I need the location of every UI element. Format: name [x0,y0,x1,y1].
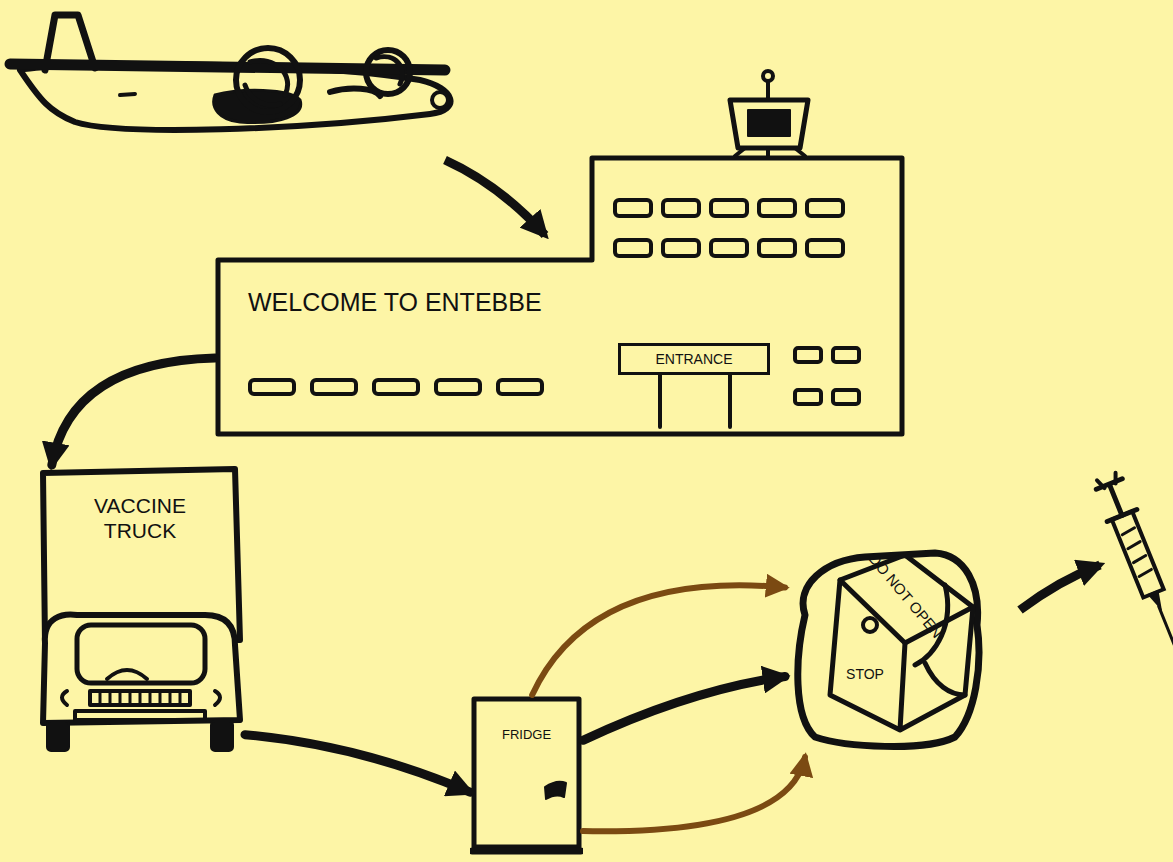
flow-arrow [52,358,215,465]
flow-arrow [583,757,805,831]
radar-antenna [730,71,808,156]
fridge: FRIDGE [470,695,583,857]
airport-building: WELCOME TO ENTEBBE ENTRANCE [215,155,905,437]
node-label: WELCOME TO ENTEBBE [248,287,628,317]
node-label: FRIDGE [478,727,575,743]
flow-arrow [445,160,545,235]
flow-arrow [245,735,470,793]
node-label: VACCINE TRUCK [75,493,205,543]
flow-arrow [532,585,785,695]
flow-arrow [1020,565,1100,610]
node-label: ENTRANCE [621,351,767,368]
airplane [10,15,451,130]
fridge-drawing [470,695,583,857]
vaccine-truck: VACCINE TRUCK [35,465,245,755]
entrance-sign: ENTRANCE [618,343,770,375]
node-label: STOP [825,666,905,683]
syringe [1091,471,1173,687]
flow-arrow [583,676,785,740]
cool-box: DO NOT OPENSTOP [785,545,985,757]
